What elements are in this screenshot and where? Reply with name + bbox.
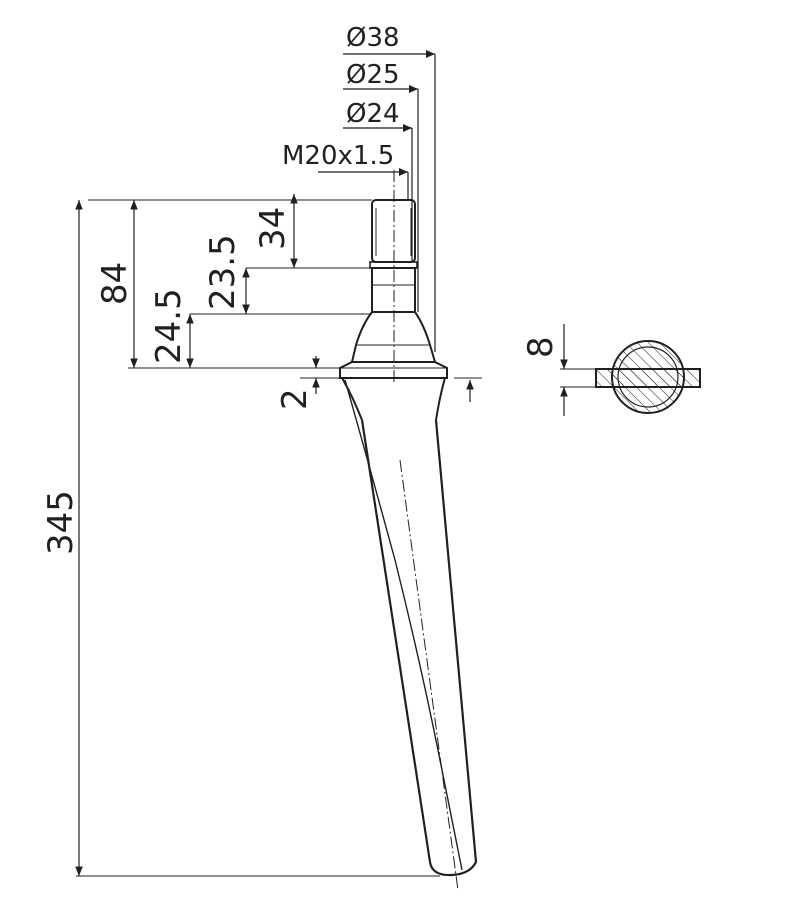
callout-diameter-38: Ø38 xyxy=(346,23,400,53)
callout-diameter-24: Ø24 xyxy=(346,99,400,129)
blade xyxy=(360,419,478,877)
callout-thread: M20x1.5 xyxy=(282,141,394,171)
cross-section xyxy=(595,340,701,414)
dimension-23-5: 23.5 xyxy=(203,234,243,310)
dimension-84: 84 xyxy=(95,262,135,305)
dimension-8: 8 xyxy=(521,336,561,358)
section-flat xyxy=(595,368,701,388)
dimension-24-5: 24.5 xyxy=(149,288,189,364)
blade-twist-line xyxy=(344,379,463,871)
dimensions: Ø38 Ø25 Ø24 M20x1.5 345 84 34 23.5 24.5 xyxy=(41,23,596,877)
dimension-345: 345 xyxy=(41,490,81,555)
dimension-34: 34 xyxy=(253,207,293,250)
callout-diameter-25: Ø25 xyxy=(346,60,400,90)
dimension-2: 2 xyxy=(275,388,315,410)
tine-part xyxy=(339,170,478,891)
